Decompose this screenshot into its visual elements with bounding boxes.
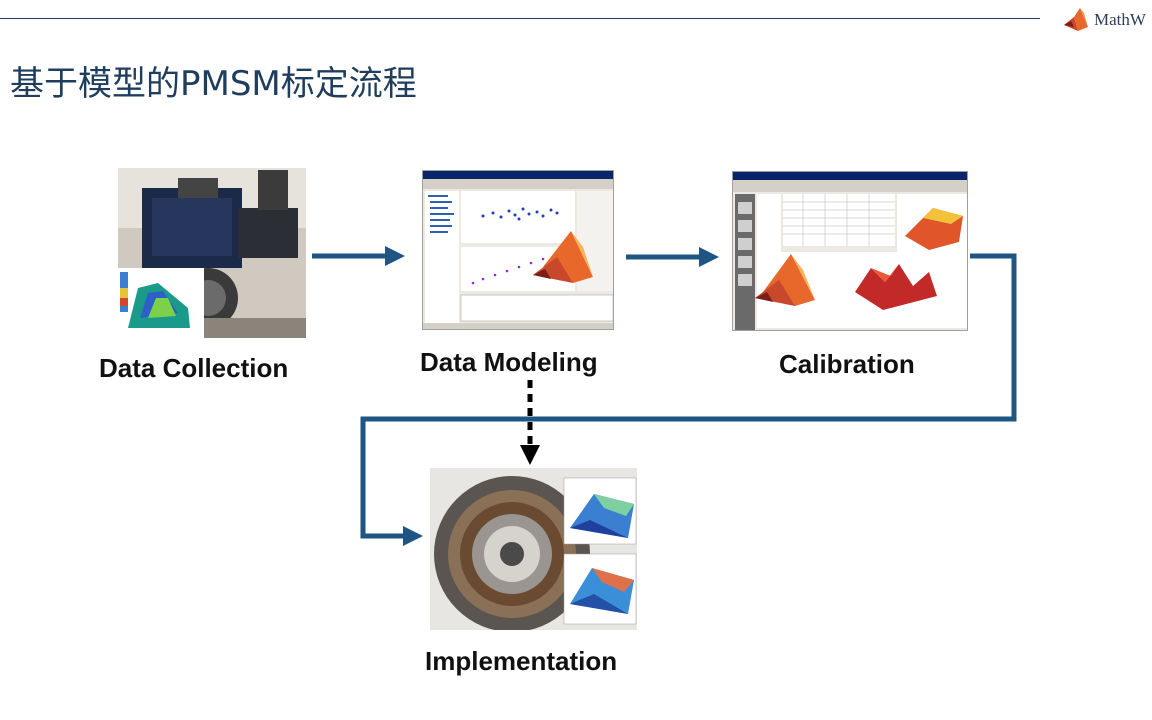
stage-label-data-modeling: Data Modeling xyxy=(420,347,598,377)
motor-stator-photo-icon xyxy=(430,468,637,630)
stage-label-data-collection: Data Collection xyxy=(99,353,289,383)
arrow-calibration-to-implementation xyxy=(360,253,1017,546)
model-browser-screenshot-icon xyxy=(423,171,613,329)
membrane-logo-icon xyxy=(1064,8,1088,31)
dyno-test-rig-icon xyxy=(118,168,306,338)
matlab-logo-icon xyxy=(533,231,593,283)
implementation-image xyxy=(430,468,637,630)
calibration-image xyxy=(732,171,968,331)
stage-label-calibration: Calibration xyxy=(779,349,915,379)
header-rule xyxy=(0,18,1040,19)
calibration-tool-screenshot-icon xyxy=(733,172,967,330)
data-modeling-image xyxy=(422,170,614,330)
page-title: 基于模型的PMSM标定流程 xyxy=(10,64,417,104)
brand-logo: MathW xyxy=(1062,6,1146,34)
stage-label-implementation: Implementation xyxy=(425,646,618,676)
matlab-logo-icon xyxy=(755,254,815,306)
brand-text: MathW xyxy=(1094,10,1146,29)
data-collection-image xyxy=(118,168,306,338)
